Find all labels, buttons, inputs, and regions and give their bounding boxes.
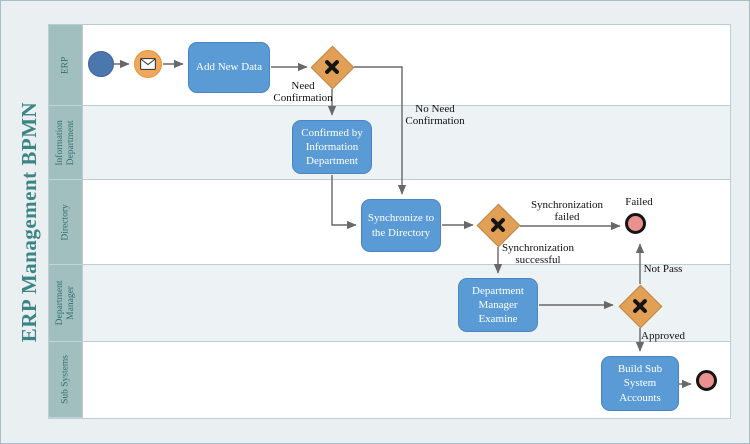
x-marker-icon xyxy=(491,218,505,232)
lane-header-information-department: Information Department xyxy=(49,106,82,180)
process-pool: ERP Information Department Directory Dep… xyxy=(48,24,731,419)
examine-result-gateway[interactable] xyxy=(618,284,663,329)
lane-header-department-manager: Department Manager xyxy=(49,265,82,342)
flow-label-not-pass: Not Pass xyxy=(643,263,683,275)
task-label: Build Sub System Accounts xyxy=(617,363,663,404)
message-event[interactable] xyxy=(134,50,162,78)
task-department-manager-examine[interactable]: Department Manager Examine xyxy=(458,278,538,332)
lane-label: ERP xyxy=(60,56,71,74)
sync-result-gateway[interactable] xyxy=(476,203,521,248)
lane-header-sub-systems: Sub Systems xyxy=(49,342,82,418)
flow-label-synchronization-successful: Synchronization successful xyxy=(501,242,575,266)
task-build-sub-system-accounts[interactable]: Build Sub System Accounts xyxy=(601,356,679,411)
confirmation-gateway[interactable] xyxy=(310,45,355,90)
lane-label: Directory xyxy=(60,203,71,241)
task-add-new-data[interactable]: Add New Data xyxy=(188,42,270,93)
flow-label-failed: Failed xyxy=(625,196,653,208)
lane-information-department xyxy=(82,106,730,180)
task-synchronize-to-directory[interactable]: Synchronize to the Directory xyxy=(361,199,441,252)
start-event[interactable] xyxy=(88,51,114,77)
lane-label: Department Manager xyxy=(54,280,76,326)
x-marker-icon xyxy=(633,299,647,313)
final-end-event[interactable] xyxy=(696,370,717,391)
lane-label: Sub Systems xyxy=(60,355,71,404)
lane-label: Information Department xyxy=(54,119,76,166)
envelope-icon xyxy=(140,58,156,70)
task-label: Add New Data xyxy=(196,61,262,74)
lane-erp xyxy=(82,25,730,106)
lane-header-erp: ERP xyxy=(49,25,82,106)
x-marker-icon xyxy=(325,60,339,74)
flow-label-synchronization-failed: Synchronization failed xyxy=(530,199,604,223)
diagram-title: ERP Management BPMN xyxy=(16,101,41,343)
failed-end-event[interactable] xyxy=(625,213,646,234)
task-confirmed-by-information-department[interactable]: Confirmed by Information Department xyxy=(292,120,372,174)
lane-header-directory: Directory xyxy=(49,180,82,265)
flow-label-approved: Approved xyxy=(641,330,685,342)
task-label: Department Manager Examine xyxy=(472,284,524,326)
task-label: Synchronize to the Directory xyxy=(367,212,435,239)
task-label: Confirmed by Information Department xyxy=(301,126,363,168)
flow-label-no-need-confirmation: No Need Confirmation xyxy=(405,103,465,127)
flow-label-need-confirmation: Need Confirmation xyxy=(273,80,333,104)
